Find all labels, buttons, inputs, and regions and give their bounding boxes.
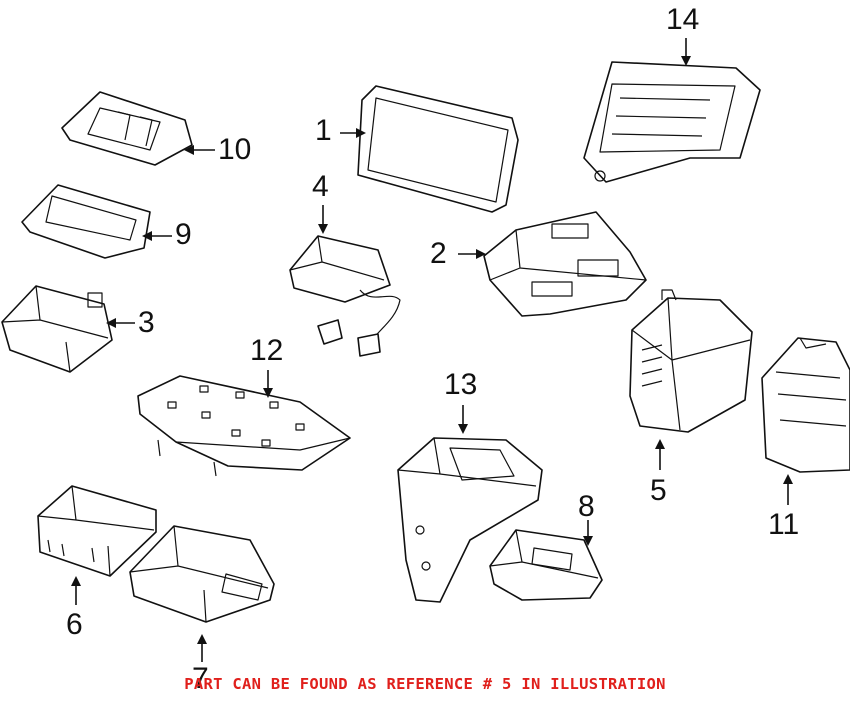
part-5-control-box[interactable] bbox=[629, 289, 753, 433]
part-8-sensor-module[interactable] bbox=[489, 529, 603, 601]
callout-label-10: 10 bbox=[218, 133, 252, 166]
callout-label-5: 5 bbox=[650, 474, 667, 507]
part-12-tray[interactable] bbox=[137, 375, 351, 477]
part-10-module[interactable] bbox=[61, 91, 193, 166]
callout-arrow-6 bbox=[71, 576, 81, 605]
part-4-harness-module[interactable] bbox=[289, 235, 401, 357]
part-7-control-unit[interactable] bbox=[129, 525, 275, 623]
callout-arrow-13 bbox=[458, 405, 468, 434]
callout-label-4: 4 bbox=[312, 170, 329, 203]
callout-label-13: 13 bbox=[444, 368, 478, 401]
callout-arrow-9 bbox=[142, 231, 172, 241]
part-6-relay-module[interactable] bbox=[37, 485, 157, 577]
callout-arrow-10 bbox=[184, 145, 215, 155]
callout-arrow-11 bbox=[783, 474, 793, 505]
callout-arrow-5 bbox=[655, 439, 665, 470]
callout-label-2: 2 bbox=[430, 237, 447, 270]
callout-arrow-4 bbox=[318, 205, 328, 234]
part-3-control-module[interactable] bbox=[1, 285, 113, 373]
callout-label-6: 6 bbox=[66, 608, 83, 641]
callout-arrow-8 bbox=[583, 520, 593, 546]
callout-label-8: 8 bbox=[578, 490, 595, 523]
callout-arrow-14 bbox=[681, 38, 691, 66]
callout-label-7: 7 bbox=[192, 662, 209, 695]
part-9-bracket[interactable] bbox=[21, 184, 151, 259]
callout-label-12: 12 bbox=[250, 334, 284, 367]
callout-arrow-1 bbox=[340, 128, 366, 138]
callout-label-3: 3 bbox=[138, 306, 155, 339]
part-13-shifter-bracket[interactable] bbox=[397, 437, 543, 603]
part-11-housing[interactable] bbox=[761, 337, 850, 473]
callout-arrow-12 bbox=[263, 370, 273, 398]
callout-label-1: 1 bbox=[315, 114, 332, 147]
part-14-bracket[interactable] bbox=[583, 61, 761, 183]
callout-arrow-2 bbox=[458, 249, 486, 259]
callout-arrow-7 bbox=[197, 634, 207, 662]
callout-label-14: 14 bbox=[666, 3, 700, 36]
part-2-module[interactable] bbox=[483, 211, 647, 317]
callout-label-11: 11 bbox=[768, 508, 800, 541]
callout-arrow-3 bbox=[106, 318, 135, 328]
callout-label-9: 9 bbox=[175, 218, 192, 251]
reference-caption: PART CAN BE FOUND AS REFERENCE # 5 IN IL… bbox=[184, 675, 666, 693]
part-1-display[interactable] bbox=[357, 85, 519, 213]
